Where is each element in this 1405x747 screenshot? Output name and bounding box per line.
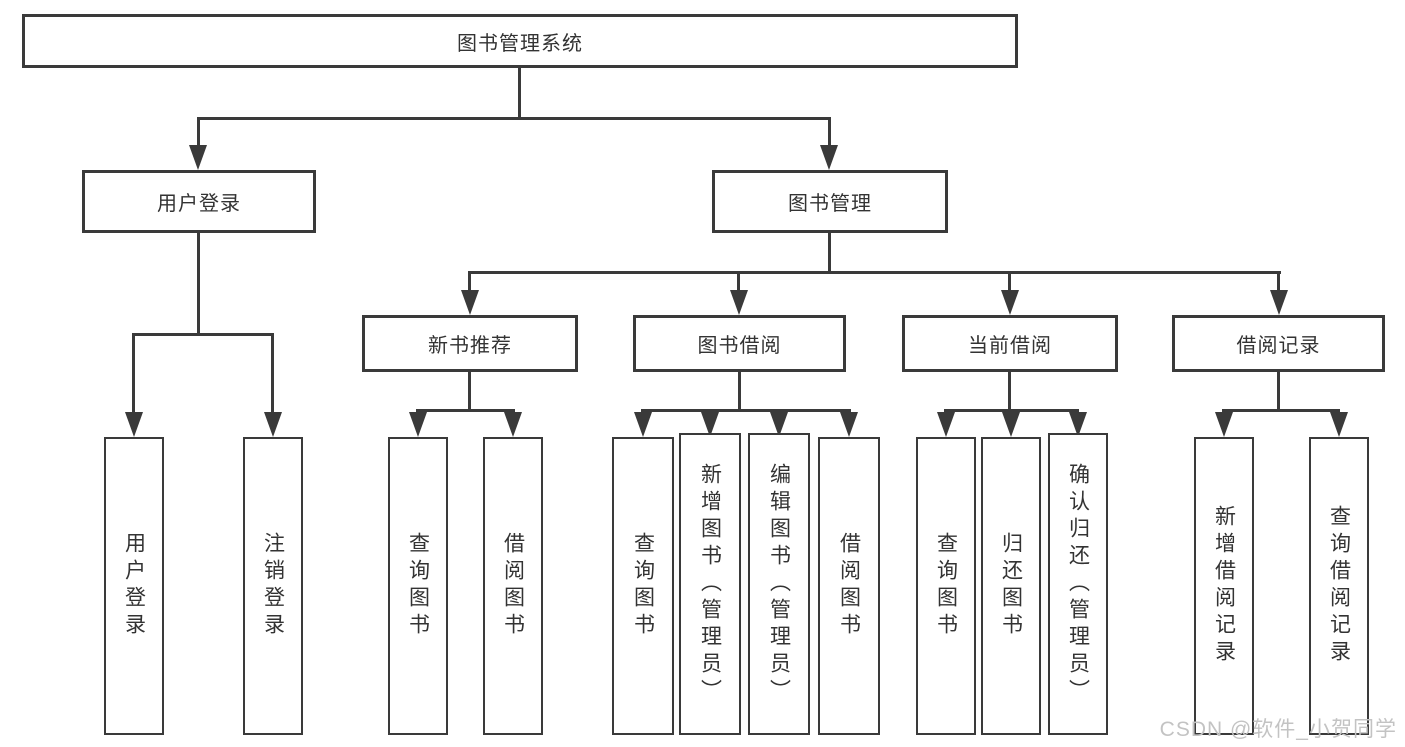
leaf-query-books-recommend: 查询图书 (388, 437, 448, 735)
leaf-borrow-books-borrowing-label: 借阅图书 (837, 532, 861, 640)
leaf-query-books-current: 查询图书 (916, 437, 976, 735)
connector-line (738, 372, 741, 412)
leaf-query-borrow-record: 查询借阅记录 (1309, 437, 1369, 735)
arrowhead-icon (840, 412, 858, 437)
connector-line (737, 271, 740, 291)
connector-line (271, 333, 274, 412)
node-library-system-label: 图书管理系统 (457, 32, 583, 55)
node-current-borrowing: 当前借阅 (902, 315, 1118, 372)
node-user-login: 用户登录 (82, 170, 316, 233)
connector-line (944, 409, 1079, 412)
leaf-query-books-borrowing: 查询图书 (612, 437, 674, 735)
csdn-watermark: CSDN @软件_小贺同学 (1159, 718, 1397, 741)
connector-line (1008, 372, 1011, 412)
leaf-confirm-return-admin-label: 确认归还（管理员） (1066, 462, 1090, 706)
connector-line (416, 409, 515, 412)
leaf-borrow-books-recommend: 借阅图书 (483, 437, 543, 735)
arrowhead-icon (820, 145, 838, 170)
leaf-add-book-admin: 新增图书（管理员） (679, 433, 741, 735)
connector-line (518, 68, 521, 119)
connector-line (469, 271, 1281, 274)
leaf-confirm-return-admin: 确认归还（管理员） (1048, 433, 1108, 735)
connector-line (468, 372, 471, 412)
arrowhead-icon (770, 412, 788, 437)
leaf-query-borrow-record-label: 查询借阅记录 (1327, 505, 1351, 667)
arrowhead-icon (634, 412, 652, 437)
connector-line (1222, 409, 1340, 412)
leaf-borrow-books-borrowing: 借阅图书 (818, 437, 880, 735)
arrowhead-icon (504, 412, 522, 437)
leaf-add-borrow-record: 新增借阅记录 (1194, 437, 1254, 735)
connector-line (197, 117, 200, 146)
arrowhead-icon (701, 412, 719, 437)
leaf-user-login: 用户登录 (104, 437, 164, 735)
connector-line (132, 333, 135, 412)
node-borrowing-records: 借阅记录 (1172, 315, 1385, 372)
arrowhead-icon (264, 412, 282, 437)
arrowhead-icon (730, 290, 748, 315)
node-user-login-label: 用户登录 (157, 193, 241, 215)
leaf-add-book-admin-label: 新增图书（管理员） (698, 462, 722, 706)
leaf-add-borrow-record-label: 新增借阅记录 (1212, 505, 1236, 667)
arrowhead-icon (1001, 290, 1019, 315)
leaf-query-books-recommend-label: 查询图书 (406, 532, 430, 640)
node-borrowing-records-label: 借阅记录 (1236, 335, 1321, 357)
connector-line (1277, 372, 1280, 412)
connector-line (641, 409, 851, 412)
connector-line (132, 333, 274, 336)
connector-line (828, 117, 831, 146)
leaf-edit-book-admin-label: 编辑图书（管理员） (767, 462, 791, 706)
arrowhead-icon (1270, 290, 1288, 315)
node-current-borrowing-label: 当前借阅 (968, 335, 1052, 357)
arrowhead-icon (125, 412, 143, 437)
leaf-return-books: 归还图书 (981, 437, 1041, 735)
node-book-management: 图书管理 (712, 170, 948, 233)
leaf-query-books-borrowing-label: 查询图书 (631, 532, 655, 640)
leaf-user-login-label: 用户登录 (122, 532, 146, 640)
connector-line (197, 117, 831, 120)
arrowhead-icon (461, 290, 479, 315)
node-library-system: 图书管理系统 (22, 14, 1018, 68)
node-new-book-recommendation-label: 新书推荐 (428, 335, 512, 357)
leaf-query-books-current-label: 查询图书 (934, 532, 958, 640)
arrowhead-icon (1215, 412, 1233, 437)
leaf-logout: 注销登录 (243, 437, 303, 735)
connector-line (1277, 271, 1280, 291)
connector-line (197, 233, 200, 335)
arrowhead-icon (937, 412, 955, 437)
arrowhead-icon (409, 412, 427, 437)
arrowhead-icon (189, 145, 207, 170)
connector-line (1008, 271, 1011, 291)
arrowhead-icon (1002, 412, 1020, 437)
arrowhead-icon (1069, 412, 1087, 437)
leaf-return-books-label: 归还图书 (999, 532, 1023, 640)
leaf-borrow-books-recommend-label: 借阅图书 (501, 532, 525, 640)
leaf-logout-label: 注销登录 (261, 532, 285, 640)
arrowhead-icon (1330, 412, 1348, 437)
node-book-borrowing-label: 图书借阅 (697, 335, 782, 357)
node-book-borrowing: 图书借阅 (633, 315, 846, 372)
node-book-management-label: 图书管理 (788, 193, 872, 215)
leaf-edit-book-admin: 编辑图书（管理员） (748, 433, 810, 735)
connector-line (468, 271, 471, 291)
connector-line (828, 233, 831, 273)
node-new-book-recommendation: 新书推荐 (362, 315, 578, 372)
